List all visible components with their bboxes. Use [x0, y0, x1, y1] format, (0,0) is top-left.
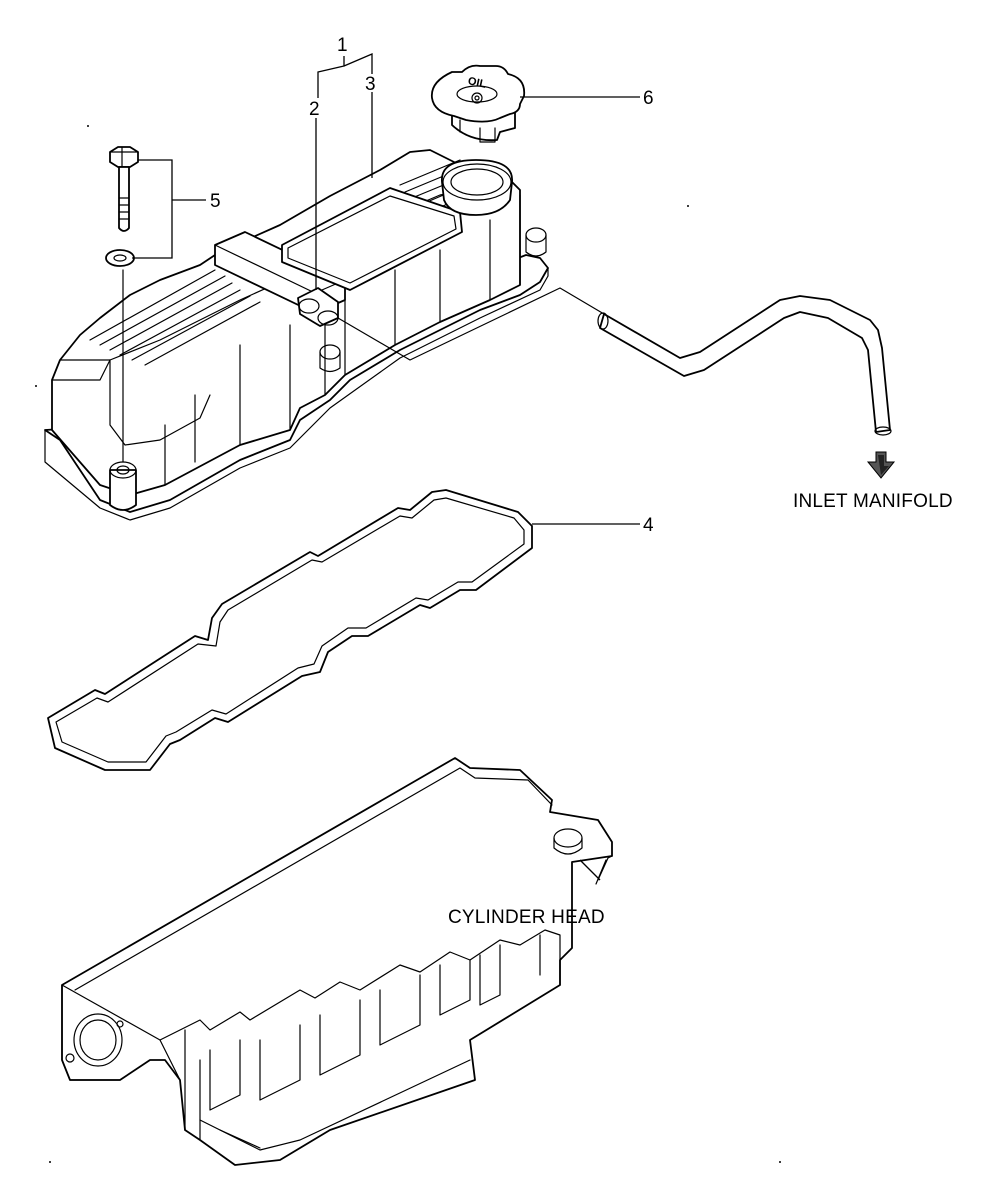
callout-3: 3: [365, 74, 376, 95]
cylinder-head-label: CYLINDER HEAD: [448, 907, 605, 928]
cylinder-head: [61, 757, 613, 1166]
callout-2: 2: [309, 99, 320, 120]
rocker-cover-gasket: [47, 489, 533, 771]
leader-lines: [132, 53, 640, 881]
breather-hose: [337, 287, 892, 436]
cap-marking: OIL: [467, 75, 488, 91]
callout-6: 6: [643, 88, 654, 109]
callout-1: 1: [337, 35, 348, 56]
oil-filler-cap: OIL: [430, 64, 526, 143]
down-arrow-icon: [866, 451, 896, 479]
inlet-manifold-label: INLET MANIFOLD: [793, 491, 953, 512]
rocker-cover: [44, 149, 549, 521]
callout-4: 4: [643, 515, 654, 536]
callout-5: 5: [210, 191, 221, 212]
